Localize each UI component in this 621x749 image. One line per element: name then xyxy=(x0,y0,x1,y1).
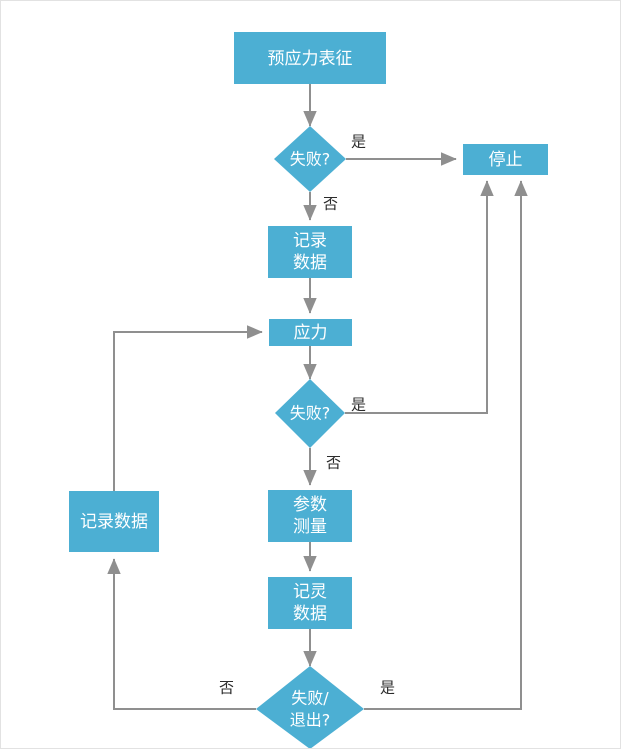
edge-label-decision2-yes: 是 xyxy=(351,396,366,414)
node-label-prestress-characterization: 预应力表征 xyxy=(268,49,353,69)
edge-decision3-no-to-record3 xyxy=(107,558,256,710)
edge-decision2-yes-to-stop xyxy=(345,180,494,414)
node-record-data-3[interactable]: 记录数据 xyxy=(69,491,159,552)
node-stop[interactable]: 停止 xyxy=(463,144,548,175)
node-prestress-characterization[interactable]: 预应力表征 xyxy=(234,32,386,84)
edge-label-decision3-yes: 是 xyxy=(380,679,395,697)
edge-record3-to-stress xyxy=(113,325,263,491)
node-label-decision-fail-2: 失败? xyxy=(290,404,331,423)
node-label-record-data-1-line2: 数据 xyxy=(293,253,327,273)
edge-label-decision1-yes: 是 xyxy=(351,133,366,151)
node-label-record-data-3: 记录数据 xyxy=(80,512,148,532)
node-label-record-data-2-line2: 数据 xyxy=(293,604,327,624)
node-decision-fail-1[interactable]: 失败? xyxy=(274,126,346,192)
node-label-decision-fail-exit-line2: 退出? xyxy=(290,711,331,730)
edge-decision3-yes-to-stop xyxy=(364,180,528,710)
node-label-record-data-1-line1: 记录 xyxy=(293,231,327,251)
node-parameter-measurement[interactable]: 参数 测量 xyxy=(268,490,352,542)
node-label-stress: 应力 xyxy=(294,323,328,343)
node-record-data-2[interactable]: 记灵 数据 xyxy=(268,577,352,629)
node-label-parameter-measurement-line1: 参数 xyxy=(293,495,327,515)
node-record-data-1[interactable]: 记录 数据 xyxy=(268,226,352,278)
node-stress[interactable]: 应力 xyxy=(269,319,352,346)
node-decision-fail-exit[interactable]: 失败/ 退出? xyxy=(256,666,364,749)
node-decision-fail-2[interactable]: 失败? xyxy=(275,379,345,448)
edge-label-decision2-no: 否 xyxy=(326,454,341,472)
edge-label-decision3-no: 否 xyxy=(219,679,234,697)
edge-label-decision1-no: 否 xyxy=(323,195,338,213)
edges-layer xyxy=(107,84,528,710)
node-label-stop: 停止 xyxy=(489,150,523,170)
node-label-decision-fail-exit-line1: 失败/ xyxy=(291,689,329,708)
node-label-record-data-2-line1: 记灵 xyxy=(293,582,327,602)
node-label-parameter-measurement-line2: 测量 xyxy=(293,517,327,537)
node-label-decision-fail-1: 失败? xyxy=(290,150,331,169)
